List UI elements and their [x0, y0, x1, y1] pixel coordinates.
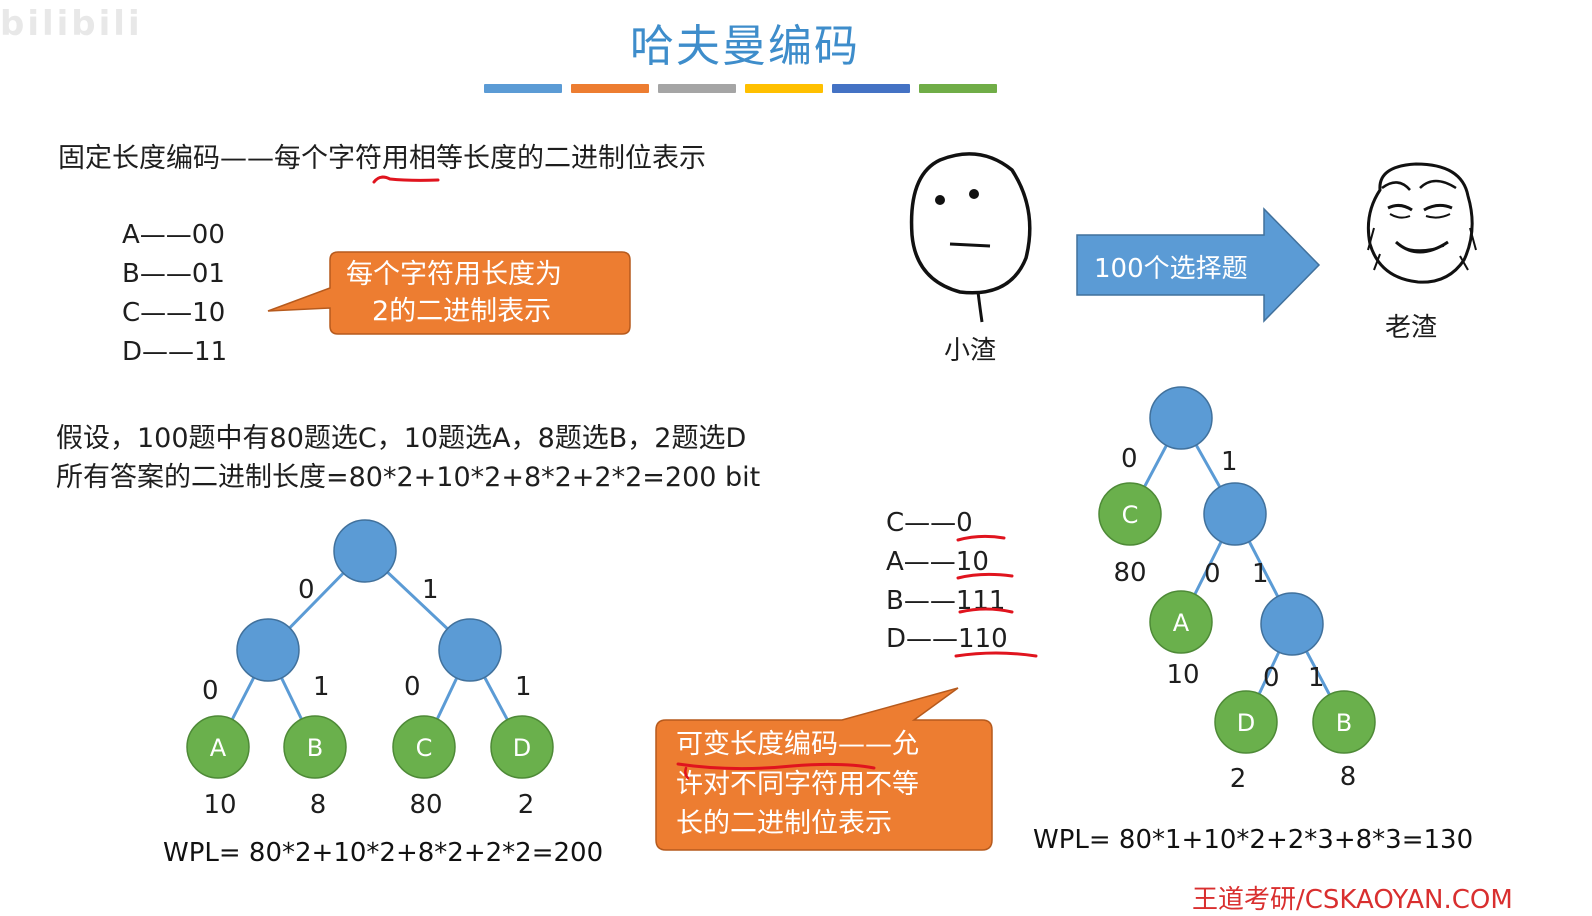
- callout-underline-annotation: [676, 762, 876, 780]
- edge-label: 1: [1221, 447, 1238, 477]
- footer-text: 王道考研/CSKAOYAN.COM: [1192, 885, 1513, 915]
- leaf-weight: 10: [203, 790, 236, 820]
- leaf-label: D: [1237, 709, 1255, 737]
- fixed-code-d: D——11: [122, 337, 228, 367]
- tree-leaf-node: [392, 715, 456, 779]
- color-bar-3: [658, 84, 736, 93]
- edge-label: 1: [1252, 559, 1269, 589]
- leaf-weight: 80: [409, 790, 442, 820]
- variable-code-a: A——10: [886, 547, 989, 577]
- fixed-wpl: WPL= 80*2+10*2+8*2+2*2=200: [163, 838, 604, 868]
- edge-label: 0: [298, 575, 315, 605]
- code-letter: B——: [886, 586, 956, 616]
- meme-face-left: [909, 152, 1032, 323]
- edge-label: 0: [202, 676, 219, 706]
- tree-leaf-node: [186, 715, 250, 779]
- tree-leaf-node: [1098, 482, 1162, 546]
- leaf-label: C: [1122, 501, 1139, 529]
- meme-right-label: 老渣: [1385, 313, 1438, 343]
- callout-variable-line2: 许对不同字符用不等: [676, 769, 919, 800]
- leaf-weight: 10: [1166, 660, 1199, 690]
- code-underline-annotations: [954, 534, 1038, 658]
- tree-internal-node: [1260, 592, 1324, 656]
- callout-fixed-shape: [267, 251, 631, 335]
- tree-root-node: [333, 519, 397, 583]
- total-length-text: 所有答案的二进制长度=80*2+10*2+8*2+2*2=200 bit: [56, 462, 761, 493]
- fixed-code-c: C——10: [122, 298, 226, 328]
- color-bar-1: [484, 84, 562, 93]
- fixed-code-b: B——01: [122, 259, 225, 289]
- title-color-bars: [484, 84, 997, 93]
- huffman-tree: 0 1 0 1 0 1 C A D B 80 10 2 8: [1098, 386, 1376, 794]
- tree-root-node: [1149, 386, 1213, 450]
- fixed-length-definition: 固定长度编码——每个字符用相等长度的二进制位表示: [58, 143, 706, 174]
- leaf-label: B: [1336, 709, 1352, 737]
- code-value: 0: [956, 508, 973, 538]
- code-letter: C——: [886, 508, 957, 538]
- color-bar-2: [571, 84, 649, 93]
- leaf-weight: 8: [310, 790, 327, 820]
- underline-annotation: [372, 175, 440, 184]
- edge-label: 0: [1121, 444, 1138, 474]
- code-letter: D——: [886, 624, 959, 654]
- tree-internal-node: [1203, 482, 1267, 546]
- edge-label: 1: [1308, 663, 1325, 693]
- fixed-code-a: A——00: [122, 220, 225, 250]
- leaf-weight: 80: [1113, 558, 1146, 588]
- bilibili-watermark: bilibili: [0, 4, 143, 44]
- edge-label: 0: [404, 672, 421, 702]
- variable-code-c: C——0: [886, 508, 973, 538]
- leaf-label: A: [1173, 609, 1190, 637]
- tree-leaf-node: [1312, 690, 1376, 754]
- variable-code-d: D——110: [886, 624, 1008, 654]
- edge-label: 1: [515, 672, 532, 702]
- code-value: 110: [958, 624, 1008, 654]
- callout-variable-shape: [655, 687, 993, 851]
- leaf-label: C: [416, 734, 433, 762]
- code-letter: A——: [886, 547, 956, 577]
- leaf-label: D: [513, 734, 531, 762]
- assumption-text: 假设，100题中有80题选C，10题选A，8题选B，2题选D: [56, 423, 747, 454]
- leaf-label: B: [307, 734, 323, 762]
- fixed-length-tree: 0 1 0 1 0 1 A B C D 10 8 80 2: [186, 519, 554, 820]
- edge-label: 0: [1204, 559, 1221, 589]
- slide-title: 哈夫曼编码: [630, 21, 860, 72]
- edge-label: 1: [313, 672, 330, 702]
- leaf-weight: 8: [1340, 762, 1357, 792]
- edge-label: 0: [1263, 663, 1280, 693]
- tree-internal-node: [236, 618, 300, 682]
- tree-internal-node: [438, 618, 502, 682]
- callout-fixed-line1: 每个字符用长度为: [346, 259, 562, 290]
- arrow-label: 100个选择题: [1094, 254, 1248, 284]
- leaf-weight: 2: [518, 790, 535, 820]
- leaf-label: A: [210, 734, 227, 762]
- meme-face-right: [1366, 162, 1477, 284]
- tree-leaf-node: [1149, 590, 1213, 654]
- edge-label: 1: [422, 575, 439, 605]
- color-bar-6: [919, 84, 997, 93]
- color-bar-4: [745, 84, 823, 93]
- tree-leaf-node: [490, 715, 554, 779]
- callout-variable-line3: 长的二进制位表示: [676, 808, 892, 839]
- tree-leaf-node: [1214, 690, 1278, 754]
- color-bar-5: [832, 84, 910, 93]
- code-value: 10: [955, 547, 989, 577]
- callout-variable-line1: 可变长度编码——允: [676, 729, 919, 760]
- arrow-shape: [1076, 207, 1321, 323]
- huffman-wpl: WPL= 80*1+10*2+2*3+8*3=130: [1033, 825, 1474, 855]
- tree-leaf-node: [283, 715, 347, 779]
- leaf-weight: 2: [1230, 764, 1247, 794]
- callout-fixed-line2: 2的二进制表示: [372, 296, 552, 327]
- meme-left-label: 小渣: [944, 336, 997, 366]
